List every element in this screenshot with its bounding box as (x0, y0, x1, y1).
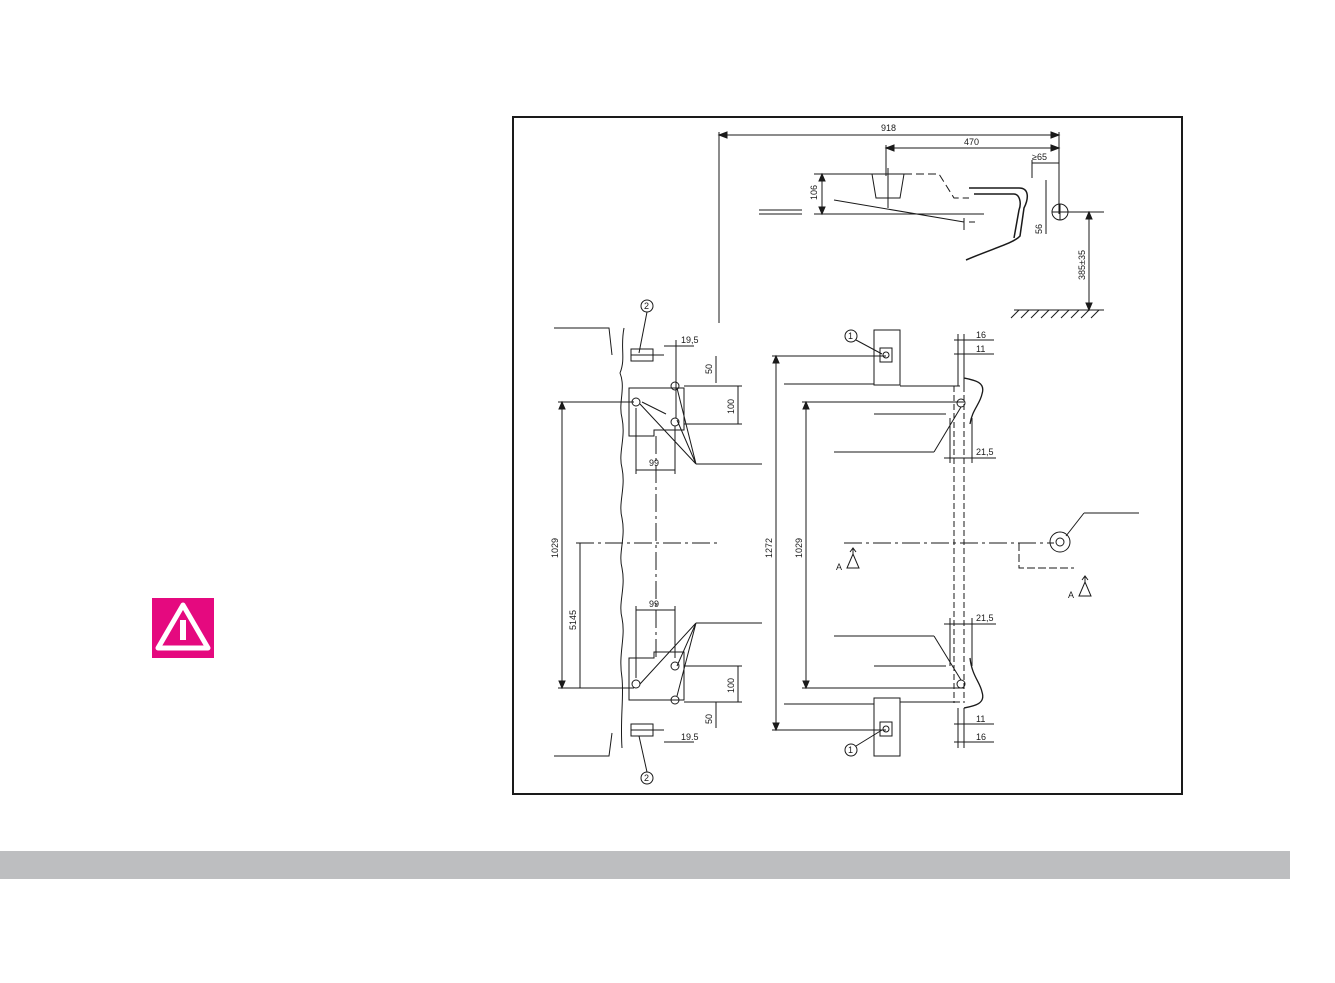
dim-470: 470 (964, 137, 979, 147)
section-mark-a-right: A (1068, 590, 1074, 600)
dim-16-bot: 16 (976, 732, 986, 742)
dim-99-bot: 99 (649, 599, 659, 609)
dim-5145: 5145 (568, 610, 578, 630)
dim-50-top: 50 (704, 364, 714, 374)
dim-99-top: 99 (649, 458, 659, 468)
dim-16-top: 16 (976, 330, 986, 340)
callout-1-bot: 1 (848, 745, 853, 755)
dim-21-5-top: 21,5 (976, 447, 994, 457)
technical-drawing: 918 470 ≥65 106 56 385±35 (512, 116, 1183, 795)
dim-1272: 1272 (764, 538, 774, 558)
callout-1-top: 1 (848, 331, 853, 341)
dim-56: 56 (1034, 224, 1044, 234)
dim-1029-mid: 1029 (794, 538, 804, 558)
callout-2-bot: 2 (644, 773, 649, 783)
dim-11-bot: 11 (976, 714, 985, 724)
dim-19-5-top: 19,5 (681, 335, 699, 345)
right-plan-view: 1272 1029 1 1 (764, 329, 1139, 757)
dim-1029-left: 1029 (550, 538, 560, 558)
left-plan-view: 2 19,5 50 100 99 1029 (550, 299, 762, 785)
warning-icon (152, 598, 214, 658)
section-mark-a-left: A (836, 562, 842, 572)
dim-11-top: 11 (976, 344, 985, 354)
dim-100-top: 100 (726, 399, 736, 414)
footer-bar (0, 851, 1290, 879)
dim-21-5-bot: 21,5 (976, 613, 994, 623)
dim-50-bot: 50 (704, 714, 714, 724)
side-view: 918 470 ≥65 106 56 385±35 (717, 123, 1104, 323)
callout-2-top: 2 (644, 301, 649, 311)
dim-100-bot: 100 (726, 678, 736, 693)
dim-65: ≥65 (1032, 152, 1047, 162)
dim-19-5-bot: 19.5 (681, 732, 699, 742)
dim-385: 385±35 (1077, 250, 1087, 280)
dim-918: 918 (881, 123, 896, 133)
dim-106: 106 (809, 185, 819, 200)
